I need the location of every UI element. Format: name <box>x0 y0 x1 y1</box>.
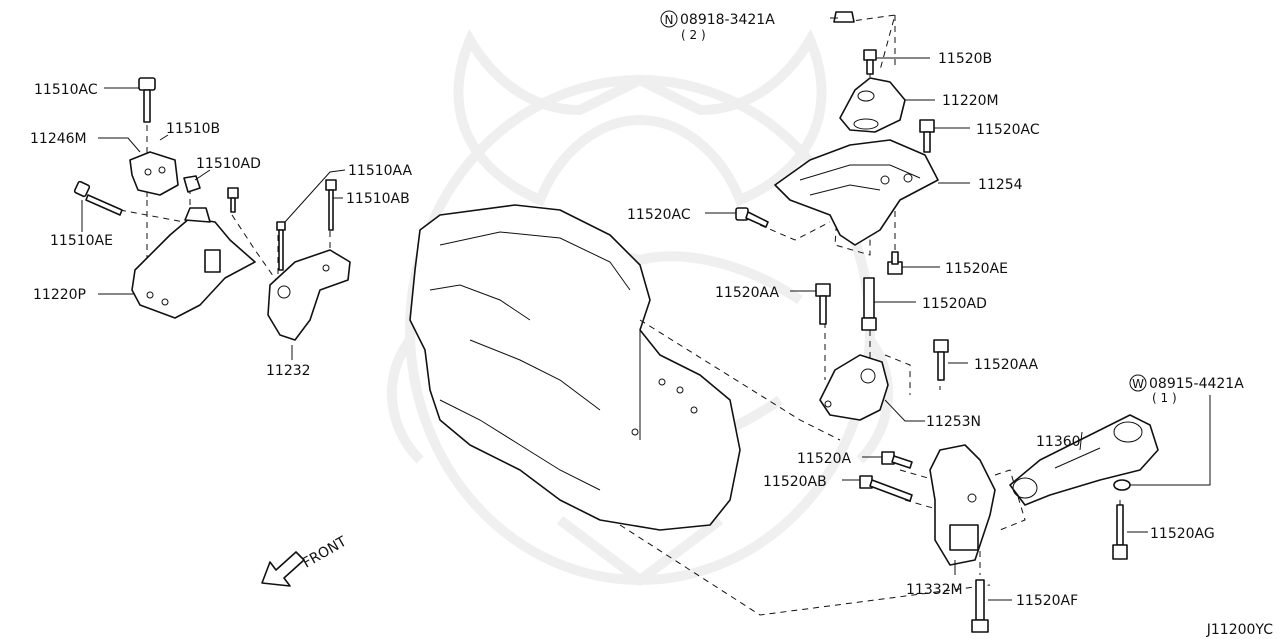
label-11510AE[interactable]: 11510AE <box>50 233 113 249</box>
label-11520AC-right[interactable]: 11520AC <box>976 122 1040 138</box>
lower-right-mount-group <box>859 414 1159 633</box>
bracket-11254 <box>774 139 939 246</box>
label-11520AE[interactable]: 11520AE <box>945 261 1008 277</box>
front-arrow-icon <box>261 551 305 587</box>
label-11510AB[interactable]: 11510AB <box>346 191 410 207</box>
label-11520AD[interactable]: 11520AD <box>922 296 987 312</box>
label-11520AF[interactable]: 11520AF <box>1016 593 1078 609</box>
label-11220P[interactable]: 11220P <box>33 287 86 303</box>
upper-right-mount-group <box>735 11 949 421</box>
part-labels: 11510AC 11510B 11246M 11510AD 11510AA 11… <box>30 12 1273 638</box>
label-11220M[interactable]: 11220M <box>942 93 999 109</box>
bracket-11253N <box>819 354 889 421</box>
front-label: FRONT <box>300 533 350 571</box>
label-11360[interactable]: 11360 <box>1036 434 1081 450</box>
label-11520A[interactable]: 11520A <box>797 451 852 467</box>
label-08918-3421A[interactable]: 08918-3421A <box>680 12 775 28</box>
diagram-id: J11200YC <box>1206 622 1273 638</box>
label-11253N[interactable]: 11253N <box>926 414 981 430</box>
label-11510AA[interactable]: 11510AA <box>348 163 413 179</box>
label-08915-qty: ( 1 ) <box>1152 391 1177 405</box>
torque-rod-11360 <box>1009 414 1159 506</box>
label-08918-qty: ( 2 ) <box>681 28 706 42</box>
label-11520AA-right[interactable]: 11520AA <box>974 357 1039 373</box>
bolt-11520AC-left <box>735 207 769 228</box>
n-mark-circle <box>660 10 678 28</box>
label-11520AA-left[interactable]: 11520AA <box>715 285 780 301</box>
bolt-11510AE <box>73 180 123 216</box>
bracket-11232 <box>267 249 351 341</box>
bracket-11246M <box>129 151 179 196</box>
label-11246M[interactable]: 11246M <box>30 131 87 147</box>
label-11510AC[interactable]: 11510AC <box>34 82 98 98</box>
label-11232[interactable]: 11232 <box>266 363 311 379</box>
label-11520AB[interactable]: 11520AB <box>763 474 827 490</box>
engine-block <box>409 204 741 531</box>
left-mount-group <box>73 77 351 341</box>
label-08915-4421A[interactable]: 08915-4421A <box>1149 376 1244 392</box>
n-mark: N <box>665 13 674 27</box>
label-11520B[interactable]: 11520B <box>938 51 992 67</box>
bolt-11510AC <box>138 77 156 123</box>
label-11510AD[interactable]: 11510AD <box>196 156 261 172</box>
label-11254[interactable]: 11254 <box>978 177 1023 193</box>
label-11510B[interactable]: 11510B <box>166 121 220 137</box>
label-11332M[interactable]: 11332M <box>906 582 963 598</box>
leader-lines <box>81 17 1211 601</box>
mount-11220M <box>839 77 906 133</box>
mount-11220P <box>131 217 256 319</box>
w-mark: W <box>1132 377 1144 391</box>
label-11520AG[interactable]: 11520AG <box>1150 526 1215 542</box>
w-mark-circle <box>1129 374 1147 392</box>
label-11520AC-left[interactable]: 11520AC <box>627 207 691 223</box>
